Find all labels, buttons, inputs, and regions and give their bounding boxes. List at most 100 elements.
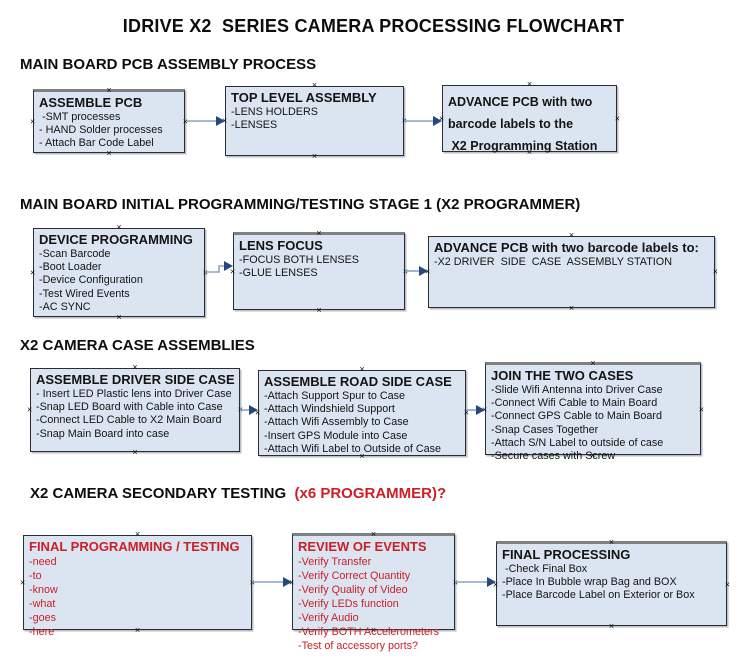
box-title: ASSEMBLE DRIVER SIDE CASE xyxy=(36,372,235,387)
box-title: DEVICE PROGRAMMING xyxy=(39,232,193,247)
box-item: -to xyxy=(29,570,42,582)
flow-box-r4b[interactable]: REVIEW OF EVENTS-Verify Transfer-Verify … xyxy=(289,529,458,653)
box-item: -Verify Correct Quantity xyxy=(298,570,411,582)
heading-red-text: (x6 PROGRAMMER)? xyxy=(286,485,447,502)
connector-arrow[interactable] xyxy=(252,575,292,589)
connection-handle-icon[interactable]: × xyxy=(230,266,236,277)
connection-handle-icon[interactable]: × xyxy=(116,222,122,232)
connection-handle-icon[interactable]: × xyxy=(608,537,615,547)
connection-handle-icon[interactable]: × xyxy=(255,407,261,418)
box-item: -need xyxy=(29,556,57,568)
connection-handle-icon[interactable]: × xyxy=(316,305,322,315)
box-item: -Attach S/N Label to outside of case xyxy=(491,436,664,449)
box-item: -Device Configuration xyxy=(39,274,143,287)
box-item: -Test Wired Events xyxy=(39,287,130,300)
connection-handle-icon[interactable]: × xyxy=(590,358,596,368)
box-item: -know xyxy=(29,584,58,596)
box-item: -here xyxy=(29,626,55,638)
connection-handle-icon[interactable]: × xyxy=(132,362,138,372)
connection-handle-icon[interactable]: × xyxy=(425,266,431,277)
box-item: - HAND Solder processes xyxy=(39,124,163,137)
connection-handle-icon[interactable]: × xyxy=(439,113,445,123)
box-item: -Secure cases with Screw xyxy=(491,450,616,463)
connection-handle-icon[interactable]: × xyxy=(30,116,36,127)
box-title: ASSEMBLE ROAD SIDE CASE xyxy=(264,374,452,389)
connector-arrow[interactable] xyxy=(404,114,442,128)
connection-handle-icon[interactable]: × xyxy=(463,407,469,418)
connector-arrow[interactable] xyxy=(455,575,496,589)
connection-handle-icon[interactable]: × xyxy=(568,230,575,240)
connector-arrow[interactable] xyxy=(205,259,233,279)
connection-handle-icon[interactable]: × xyxy=(116,312,122,322)
connection-handle-icon[interactable]: × xyxy=(134,625,141,635)
flow-box-r3b[interactable]: ASSEMBLE ROAD SIDE CASE-Attach Support S… xyxy=(255,365,469,461)
connection-handle-icon[interactable]: × xyxy=(106,85,112,95)
box-item: -X2 DRIVER SIDE CASE ASSEMBLY STATION xyxy=(434,256,672,268)
box-item: -Connect GPS Cable to Main Board xyxy=(491,410,663,423)
box-item: -SMT processes xyxy=(39,111,121,123)
connection-handle-icon[interactable]: × xyxy=(182,116,188,127)
box-item: -AC SYNC xyxy=(39,300,91,313)
connection-handle-icon[interactable]: × xyxy=(568,303,575,313)
flow-box-r1a[interactable]: ASSEMBLE PCB -SMT processes- HAND Solder… xyxy=(30,85,188,158)
box-title: TOP LEVEL ASSEMBLY xyxy=(231,90,377,105)
connection-handle-icon[interactable]: × xyxy=(311,151,318,161)
connection-handle-icon[interactable]: × xyxy=(698,404,704,414)
connection-handle-icon[interactable]: × xyxy=(106,148,112,158)
box-item: -Place In Bubble wrap Bag and BOX xyxy=(502,576,677,589)
flow-box-r2c[interactable]: ADVANCE PCB with two barcode labels to:-… xyxy=(425,231,718,313)
connection-handle-icon[interactable]: × xyxy=(134,529,141,539)
connector-arrow[interactable] xyxy=(240,403,258,417)
box-item: X2 Programming Station xyxy=(448,139,598,153)
flow-box-r1c[interactable]: ADVANCE PCB with two barcode labels to th… xyxy=(439,80,620,157)
box-title: REVIEW OF EVENTS xyxy=(298,539,427,554)
connection-handle-icon[interactable]: × xyxy=(614,113,620,123)
connection-handle-icon[interactable]: × xyxy=(132,447,138,457)
connection-handle-icon[interactable]: × xyxy=(724,579,730,589)
connection-handle-icon[interactable]: × xyxy=(526,147,533,157)
flow-box-r1b[interactable]: TOP LEVEL ASSEMBLY-LENS HOLDERS-LENSES××… xyxy=(222,81,407,161)
box-title: ADVANCE PCB with two barcode labels to: xyxy=(434,240,699,255)
box-item: ADVANCE PCB with two xyxy=(448,95,593,109)
box-item: -Snap Main Board into case xyxy=(36,427,170,440)
connection-handle-icon[interactable]: × xyxy=(482,404,488,414)
connection-handle-icon[interactable]: × xyxy=(590,450,596,460)
connection-handle-icon[interactable]: × xyxy=(526,79,533,89)
box-item: -Slide Wifi Antenna into Driver Case xyxy=(491,384,663,396)
box-item: -Verify Audio xyxy=(298,612,359,624)
flow-box-r4c[interactable]: FINAL PROCESSING -Check Final Box-Place … xyxy=(493,537,730,631)
connection-handle-icon[interactable]: × xyxy=(30,267,36,277)
connection-handle-icon[interactable]: × xyxy=(608,621,615,631)
box-title: JOIN THE TWO CASES xyxy=(491,368,634,383)
connection-handle-icon[interactable]: × xyxy=(359,451,365,461)
box-item: -GLUE LENSES xyxy=(239,267,318,280)
flow-box-r3c[interactable]: JOIN THE TWO CASES-Slide Wifi Antenna in… xyxy=(482,358,704,463)
connector-arrow[interactable] xyxy=(405,264,428,278)
connection-handle-icon[interactable]: × xyxy=(493,579,499,589)
connection-handle-icon[interactable]: × xyxy=(712,266,718,277)
connection-handle-icon[interactable]: × xyxy=(20,577,26,587)
box-item: barcode labels to the xyxy=(448,117,574,131)
connection-handle-icon[interactable]: × xyxy=(359,364,365,374)
connection-handle-icon[interactable]: × xyxy=(316,228,322,238)
heading-text: X2 CAMERA CASE ASSEMBLIES xyxy=(20,337,255,354)
box-item: -Boot Loader xyxy=(39,261,102,274)
flow-box-r2a[interactable]: DEVICE PROGRAMMING-Scan Barcode-Boot Loa… xyxy=(30,223,208,322)
connector-arrow[interactable] xyxy=(466,403,485,417)
box-title: ASSEMBLE PCB xyxy=(39,95,143,110)
connection-handle-icon[interactable]: × xyxy=(222,115,228,126)
flow-box-r2b[interactable]: LENS FOCUS-FOCUS BOTH LENSES-GLUE LENSES… xyxy=(230,228,408,315)
connection-handle-icon[interactable]: × xyxy=(27,404,33,415)
flow-box-r3a[interactable]: ASSEMBLE DRIVER SIDE CASE- Insert LED Pl… xyxy=(27,363,243,457)
box-item: -Verify LEDs function xyxy=(298,598,399,610)
connection-handle-icon[interactable]: × xyxy=(370,625,377,635)
box-title: FINAL PROGRAMMING / TESTING xyxy=(29,539,240,554)
box-item: -goes xyxy=(29,612,57,624)
connection-handle-icon[interactable]: × xyxy=(370,529,377,539)
flow-box-r4a[interactable]: FINAL PROGRAMMING / TESTING -need -to -know… xyxy=(20,530,255,639)
box-item: -Test of accessory ports? xyxy=(298,640,419,652)
box-item: -Check Final Box xyxy=(502,563,588,575)
connection-handle-icon[interactable]: × xyxy=(311,80,318,90)
connector-arrow[interactable] xyxy=(187,114,225,128)
